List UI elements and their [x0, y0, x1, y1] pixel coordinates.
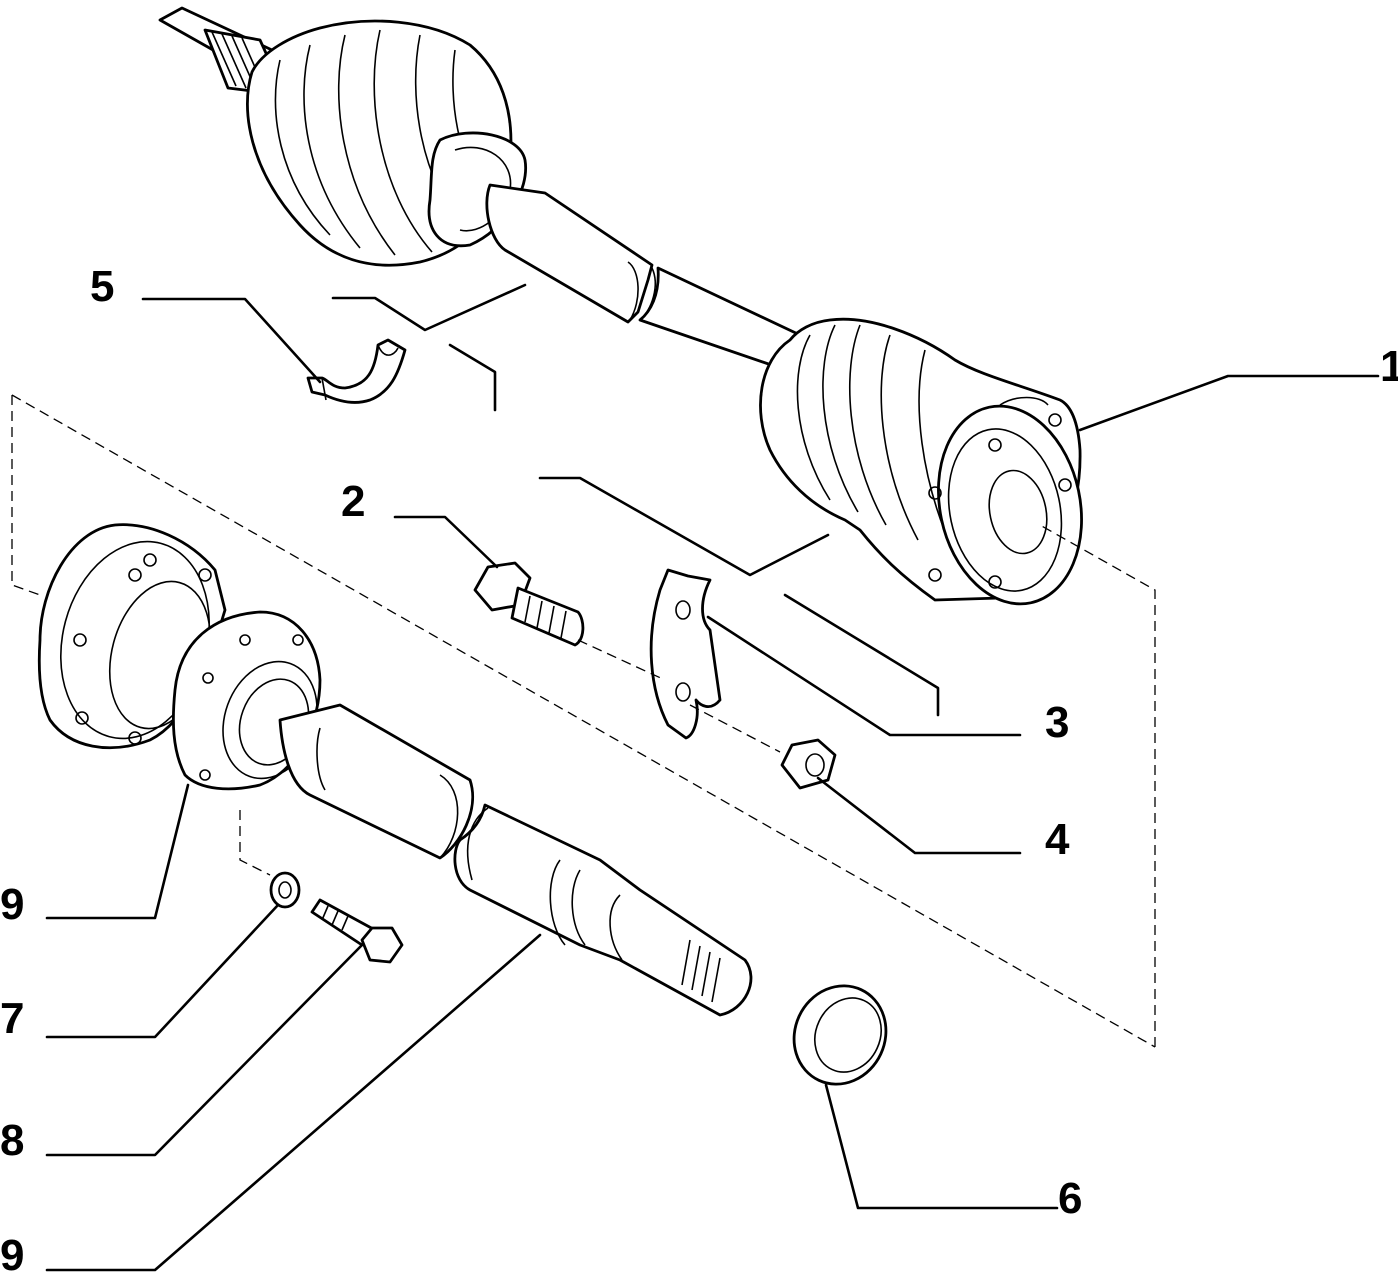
- bolt-part-2: [473, 561, 585, 647]
- callout-9-upper: 9: [0, 880, 24, 929]
- assembly-outline-dashed: [11, 394, 1156, 1048]
- callout-9-lower: 9: [0, 1231, 24, 1274]
- bolt-part-8: [310, 898, 404, 964]
- break-symbols: [331, 283, 940, 717]
- callout-6: 6: [1058, 1174, 1082, 1223]
- hub-flange-assembly-lower: [37, 523, 753, 1017]
- callout-labels: 1 2 3 4 5 6 7 8 9 9: [0, 262, 1398, 1274]
- callout-4: 4: [1045, 815, 1070, 864]
- callout-7: 7: [0, 994, 24, 1043]
- seal-ring-part-6: [792, 984, 888, 1086]
- washer-part-7: [269, 871, 301, 909]
- nut-part-4: [780, 738, 837, 790]
- callout-5: 5: [90, 262, 114, 311]
- callout-1: 1: [1380, 342, 1398, 391]
- callout-8: 8: [0, 1116, 24, 1165]
- driveshaft-assembly-upper: [158, 6, 1083, 606]
- callout-3: 3: [1045, 698, 1069, 747]
- callout-2: 2: [341, 477, 365, 526]
- leader-lines: [45, 297, 1380, 1272]
- lock-plate-part-3: [649, 568, 722, 740]
- clip-part-5: [306, 338, 407, 404]
